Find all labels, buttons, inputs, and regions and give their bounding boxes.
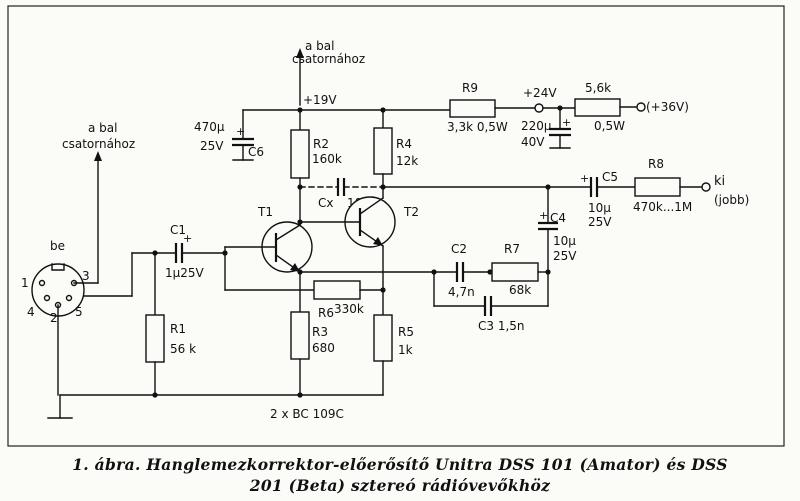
- resistor-5-6k: [574, 98, 621, 117]
- label-r7: R7: [504, 242, 520, 256]
- caption-line-2: 201 (Beta) sztereó rádióvevőkhöz: [249, 476, 551, 495]
- plus-sign: +: [236, 125, 245, 138]
- terminal-36v: [636, 102, 646, 112]
- label-c5-v: 25V: [588, 215, 612, 229]
- label-c5-value: 10µ: [588, 201, 611, 215]
- plus-sign: +: [539, 209, 548, 222]
- label-pin2: 2: [50, 311, 58, 325]
- label-pin3: 3: [82, 269, 90, 283]
- label-r3: R3: [312, 325, 328, 339]
- resistor-r4: [373, 127, 393, 175]
- transistor-t2: [299, 196, 396, 248]
- label-r3-value: 680: [312, 341, 335, 355]
- label-out: ki: [714, 174, 725, 189]
- label-c1: C1: [170, 223, 186, 237]
- resistor-r7: [491, 262, 539, 282]
- terminal-output: [701, 182, 711, 192]
- label-t1: T1: [257, 205, 273, 219]
- label-c1-value: 1µ25V: [165, 266, 205, 280]
- label-c2: C2: [451, 242, 467, 256]
- label-r4-value: 12k: [396, 154, 418, 168]
- label-r4: R4: [396, 137, 412, 151]
- label-r2: R2: [313, 137, 329, 151]
- junction-dot: [487, 269, 493, 275]
- transistor-t1: [224, 221, 313, 273]
- circuit-schematic: a bal csatornához +19V R9 3,3k 0,5W +24V…: [7, 5, 785, 447]
- label-r8: R8: [648, 157, 664, 171]
- label-r5: R5: [398, 325, 414, 339]
- junction-dot: [545, 269, 551, 275]
- resistor-r9: [449, 99, 496, 118]
- label-c6-v: 25V: [200, 139, 224, 153]
- label-r7-value: 68k: [509, 283, 531, 297]
- label-transistors: 2 x BC 109C: [270, 407, 344, 421]
- label-cap-220-v: 40V: [521, 135, 545, 149]
- label-supply-19v: +19V: [303, 93, 337, 107]
- label-r6: R6: [318, 306, 334, 320]
- plus-sign: +: [562, 116, 571, 129]
- terminal-24v: [534, 103, 544, 113]
- junction-dot: [297, 219, 303, 225]
- label-left-channel-side-1: a bal: [88, 121, 117, 135]
- junction-dot: [222, 250, 228, 256]
- label-5-6k: 5,6k: [585, 81, 611, 95]
- label-cap-220: 220µ: [521, 119, 552, 133]
- diagram-frame: [7, 5, 785, 447]
- label-r2-value: 160k: [312, 152, 342, 166]
- label-left-channel-top-1: a bal: [305, 39, 334, 53]
- label-t2: T2: [403, 205, 419, 219]
- arrow-up-icon: [94, 151, 102, 161]
- resistor-r3: [290, 311, 310, 360]
- label-c4: C4: [550, 211, 566, 225]
- label-r9: R9: [462, 81, 478, 95]
- label-left-channel-side-2: csatornához: [62, 137, 135, 151]
- label-r1: R1: [170, 322, 186, 336]
- label-supply-24v: +24V: [523, 86, 557, 100]
- label-c3: C3 1,5n: [478, 319, 525, 333]
- junction-dot: [297, 392, 303, 398]
- label-left-channel-top-2: csatornához: [292, 52, 365, 66]
- label-c6-value: 470µ: [194, 120, 225, 134]
- resistor-r5: [373, 314, 393, 362]
- resistor-r8: [634, 177, 681, 197]
- label-r9-value: 3,3k 0,5W: [447, 120, 508, 134]
- label-input: be: [50, 239, 65, 253]
- label-c4-v: 25V: [553, 249, 577, 263]
- label-c4-value: 10µ: [553, 234, 576, 248]
- label-c5: C5: [602, 170, 618, 184]
- label-5-6k-power: 0,5W: [594, 119, 625, 133]
- plus-sign: +: [183, 232, 192, 245]
- label-supply-36v: (+36V): [646, 100, 689, 114]
- caption-line-1: 1. ábra. Hanglemezkorrektor-előerősítő U…: [72, 455, 728, 474]
- label-cx: Cx: [318, 196, 333, 210]
- resistor-r2: [290, 129, 310, 179]
- label-pin5: 5: [75, 305, 83, 319]
- label-pin4: 4: [27, 305, 35, 319]
- label-r6-value: 330k: [334, 302, 364, 316]
- resistor-r6: [313, 280, 361, 300]
- label-out-sub: (jobb): [714, 193, 749, 207]
- label-r1-value: 56 k: [170, 342, 196, 356]
- label-pin1: 1: [21, 276, 29, 290]
- plus-sign: +: [580, 172, 589, 185]
- label-c6: C6: [248, 145, 264, 159]
- arrow-up-icon: [296, 48, 304, 58]
- label-r5-value: 1k: [398, 343, 413, 357]
- resistor-r1: [145, 314, 165, 363]
- label-r8-value: 470k...1M: [633, 200, 692, 214]
- label-c2-value: 4,7n: [448, 285, 475, 299]
